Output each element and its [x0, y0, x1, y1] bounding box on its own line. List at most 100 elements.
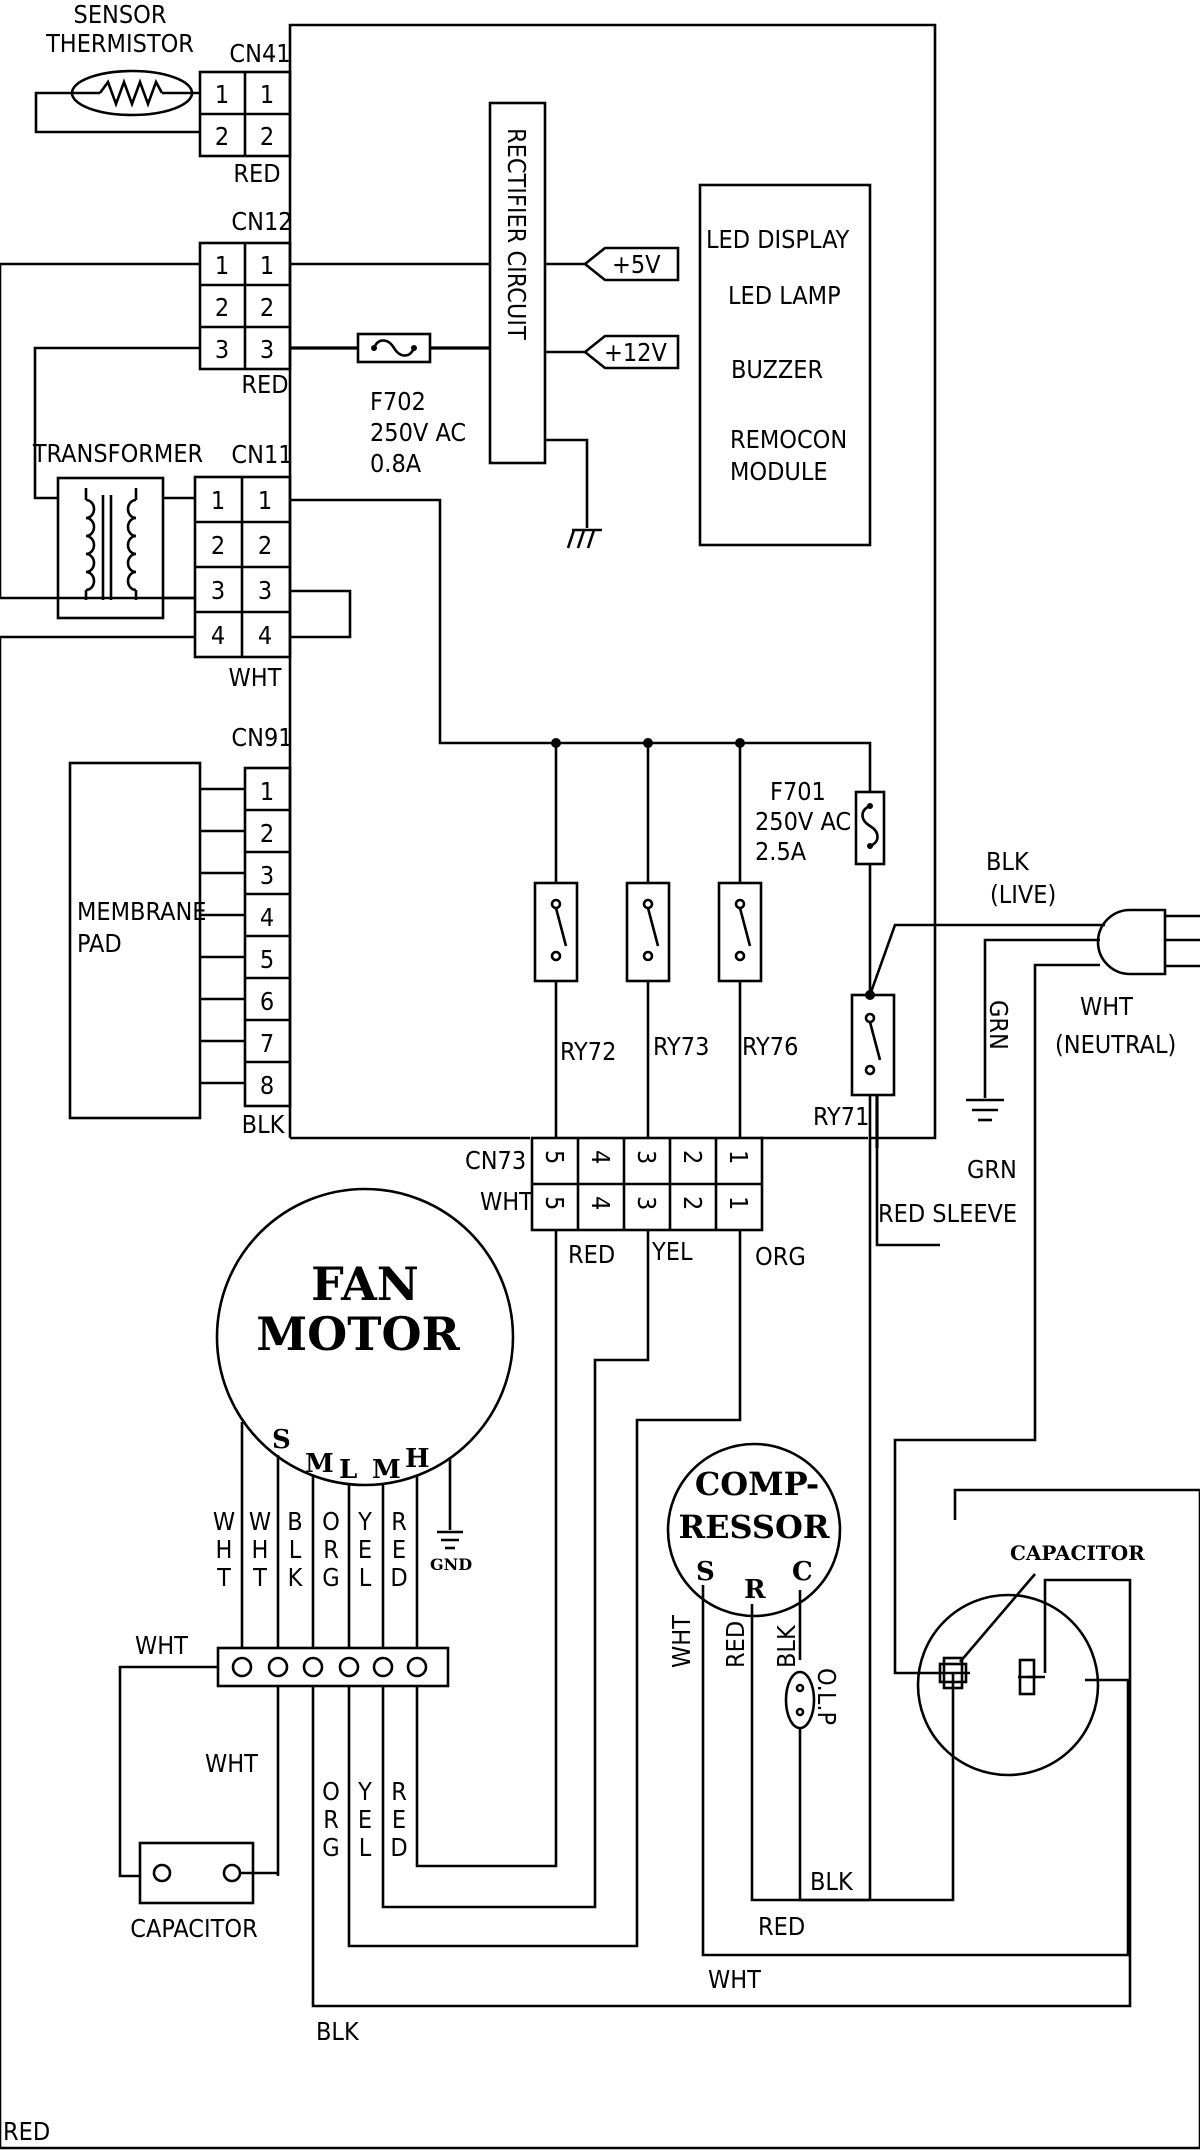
transformer-label: TRANSFORMER [32, 439, 203, 468]
cn12-label: CN12 [231, 207, 292, 236]
rectifier-circuit [488, 101, 547, 465]
f701-label: F701 [770, 777, 826, 806]
comp-wht-label: WHT [667, 1615, 696, 1668]
svg-text:3: 3 [632, 1196, 661, 1210]
membrane-label: MEMBRANE [77, 897, 206, 926]
svg-text:1: 1 [215, 80, 229, 109]
cn73-connector: 5 4 3 2 1 5 4 3 2 1 [530, 1136, 764, 1232]
f701-current: 2.5A [755, 837, 807, 866]
transformer-icon [56, 476, 165, 620]
svg-text:1: 1 [215, 251, 229, 280]
ry71-label: RY71 [813, 1102, 869, 1131]
svg-text:3: 3 [211, 576, 225, 605]
cn41-color: RED [233, 159, 280, 188]
svg-text:3: 3 [215, 335, 229, 364]
svg-text:4: 4 [586, 1196, 615, 1210]
svg-text:2: 2 [678, 1150, 707, 1164]
compressor-r: R [744, 1575, 766, 1605]
membrane-pad [68, 761, 202, 1120]
gnd-label: GND [430, 1555, 472, 1574]
svg-text:4: 4 [211, 621, 225, 650]
neutral-label: (NEUTRAL) [1055, 1030, 1176, 1059]
svg-text:1: 1 [724, 1150, 753, 1164]
plus5v-tag [582, 246, 680, 282]
compressor-capacitor [916, 1593, 1100, 1777]
comp-wht-bottom-label: WHT [708, 1965, 761, 1994]
live-label: (LIVE) [990, 880, 1056, 909]
f702-fuse [356, 332, 432, 364]
grn-wire-label: GRN [984, 1000, 1013, 1050]
svg-text:1: 1 [211, 486, 225, 515]
cn11-connector: 1 1 2 2 3 3 4 4 [193, 475, 292, 659]
grn-label: GRN [967, 1155, 1017, 1184]
pcb-outline [288, 23, 937, 1140]
svg-text:2: 2 [260, 819, 274, 848]
ground-icon [566, 528, 602, 549]
cn73-org: ORG [755, 1242, 806, 1271]
svg-text:5: 5 [260, 945, 274, 974]
motor-label: MOTOR [256, 1307, 460, 1361]
rectifier-label: RECTIFIER CIRCUIT [502, 128, 531, 340]
plus12v-label: +12V [604, 338, 667, 367]
olp-blk-label: BLK [810, 1867, 854, 1896]
terminal-screws [231, 1656, 428, 1678]
comp-red-bottom-label: RED [758, 1912, 805, 1941]
svg-text:1: 1 [260, 777, 274, 806]
cap-wht-label: WHT [205, 1749, 258, 1778]
f702-current: 0.8A [370, 449, 422, 478]
thermistor-label: THERMISTOR [45, 29, 194, 58]
svg-text:2: 2 [215, 293, 229, 322]
svg-text:1: 1 [260, 251, 274, 280]
plus12v-tag [582, 334, 680, 370]
svg-text:2: 2 [260, 122, 274, 151]
svg-text:2: 2 [211, 531, 225, 560]
svg-text:4: 4 [586, 1150, 615, 1164]
ry72-label: RY72 [560, 1037, 616, 1066]
ry72-relay [533, 881, 579, 1138]
svg-text:3: 3 [258, 576, 272, 605]
svg-text:7: 7 [260, 1029, 274, 1058]
red-sleeve-label: RED SLEEVE [878, 1199, 1017, 1228]
comp-capacitor-label: CAPACITOR [1010, 1541, 1145, 1565]
olp-label: O.L.P [812, 1668, 841, 1725]
fan-terminal-strip [216, 1646, 450, 1688]
cn41-label: CN41 [229, 39, 290, 68]
remocon-label: REMOCON [730, 425, 847, 454]
motor-l-label: L [339, 1455, 357, 1485]
pad-label: PAD [77, 929, 122, 958]
svg-text:2: 2 [258, 531, 272, 560]
fan-leads [240, 1422, 452, 1648]
cap-terminal-plus [925, 1656, 970, 1690]
cn91-label: CN91 [231, 723, 292, 752]
comp-blk-label: BLK [772, 1624, 801, 1668]
gnd-icon [437, 1530, 463, 1550]
motor-m2-label: M [372, 1455, 401, 1485]
ry73-label: RY73 [653, 1032, 709, 1061]
fan-motor [215, 1187, 515, 1487]
cn73-label: CN73 [465, 1146, 526, 1175]
plug-icon [1096, 908, 1200, 976]
ry73-relay [625, 881, 671, 1138]
plus5v-label: +5V [612, 250, 661, 279]
cn41-connector: 1 1 2 2 [198, 70, 292, 158]
f701-voltage: 250V AC [755, 807, 851, 836]
svg-text:1: 1 [258, 486, 272, 515]
cn12-connector: 1 1 2 2 3 3 [198, 241, 292, 371]
svg-text:1: 1 [724, 1196, 753, 1210]
motor-m1-label: M [305, 1449, 334, 1479]
cn91-connector: 1 2 3 4 5 6 7 8 [243, 766, 292, 1108]
svg-text:3: 3 [260, 335, 274, 364]
ground-icon [966, 1098, 1004, 1122]
motor-s-label: S [272, 1425, 291, 1455]
cn91-color: BLK [242, 1110, 286, 1139]
svg-text:2: 2 [678, 1196, 707, 1210]
svg-text:2: 2 [215, 122, 229, 151]
module-label: MODULE [730, 457, 828, 486]
